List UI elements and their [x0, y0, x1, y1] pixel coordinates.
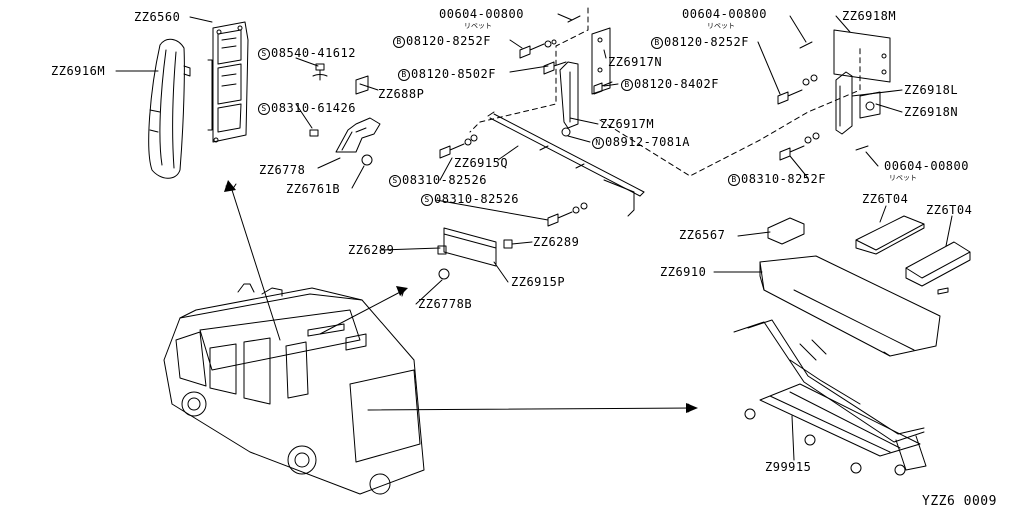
part-label: ZZ6918N — [904, 105, 959, 119]
part-label: ZZ6T04 — [862, 192, 909, 206]
bracket-zz688p — [355, 75, 369, 95]
bracket-zz6918n — [859, 91, 881, 119]
part-sublabel: リベット — [707, 22, 735, 30]
bolt-08540 — [312, 63, 328, 81]
part-label: ZZ6778 — [259, 163, 306, 177]
part-label: ZZ6761B — [286, 182, 341, 196]
leader-lines — [115, 13, 953, 461]
cover-zz6916m — [148, 38, 191, 179]
diagram-id: YZZ6 0009 — [922, 494, 997, 509]
part-label: ZZ6910 — [660, 265, 707, 279]
stretcher-z99915 — [733, 319, 927, 476]
bracket-zz6918m — [833, 29, 891, 83]
part-label: ZZ6289 — [533, 235, 580, 249]
bracket-zz6917n — [591, 27, 611, 95]
bolts-upper-right — [777, 74, 820, 161]
van-body — [163, 283, 425, 495]
part-label: ZZ6560 — [134, 10, 181, 24]
panel-zz6560 — [207, 21, 249, 143]
rivet-icon — [799, 41, 813, 49]
part-label: ZZ6918M — [842, 9, 897, 23]
part-sublabel: リベット — [889, 174, 917, 182]
part-label: 00604-00800 — [884, 159, 969, 173]
part-label: ZZ688P — [378, 87, 425, 101]
rod-zz6915q — [487, 111, 645, 217]
part-label: ZZ6915P — [511, 275, 566, 289]
pads-zz6t04 — [855, 215, 971, 295]
part-label: 00604-00800 — [682, 7, 767, 21]
part-label: Z99915 — [765, 460, 812, 474]
plate-zz6915p — [437, 227, 513, 280]
rivet-icon — [567, 15, 581, 23]
mattress-zz6910 — [759, 255, 941, 357]
bracket-zz6917m — [559, 61, 579, 137]
part-label: ZZ6T04 — [926, 203, 973, 217]
assembly-dash-line — [469, 7, 861, 177]
part-label: ZZ6918L — [904, 83, 959, 97]
part-label: 00604-00800 — [439, 7, 524, 21]
part-label: ZZ6778B — [418, 297, 473, 311]
part-label: ZZ6917M — [600, 117, 655, 131]
part-label: ZZ6915Q — [454, 156, 509, 170]
pillow-zz6567 — [767, 217, 805, 245]
part-sublabel: リベット — [464, 22, 492, 30]
bracket-zz6778 — [309, 117, 381, 166]
part-label: ZZ6567 — [679, 228, 726, 242]
bracket-zz6918l — [835, 71, 853, 135]
rivet-icon — [855, 145, 869, 151]
arrow-heads — [224, 180, 698, 413]
part-label: ZZ6917N — [608, 55, 663, 69]
part-label: ZZ6916M — [51, 64, 106, 78]
bolts-upper-middle — [439, 39, 613, 227]
part-label: ZZ6289 — [348, 243, 395, 257]
